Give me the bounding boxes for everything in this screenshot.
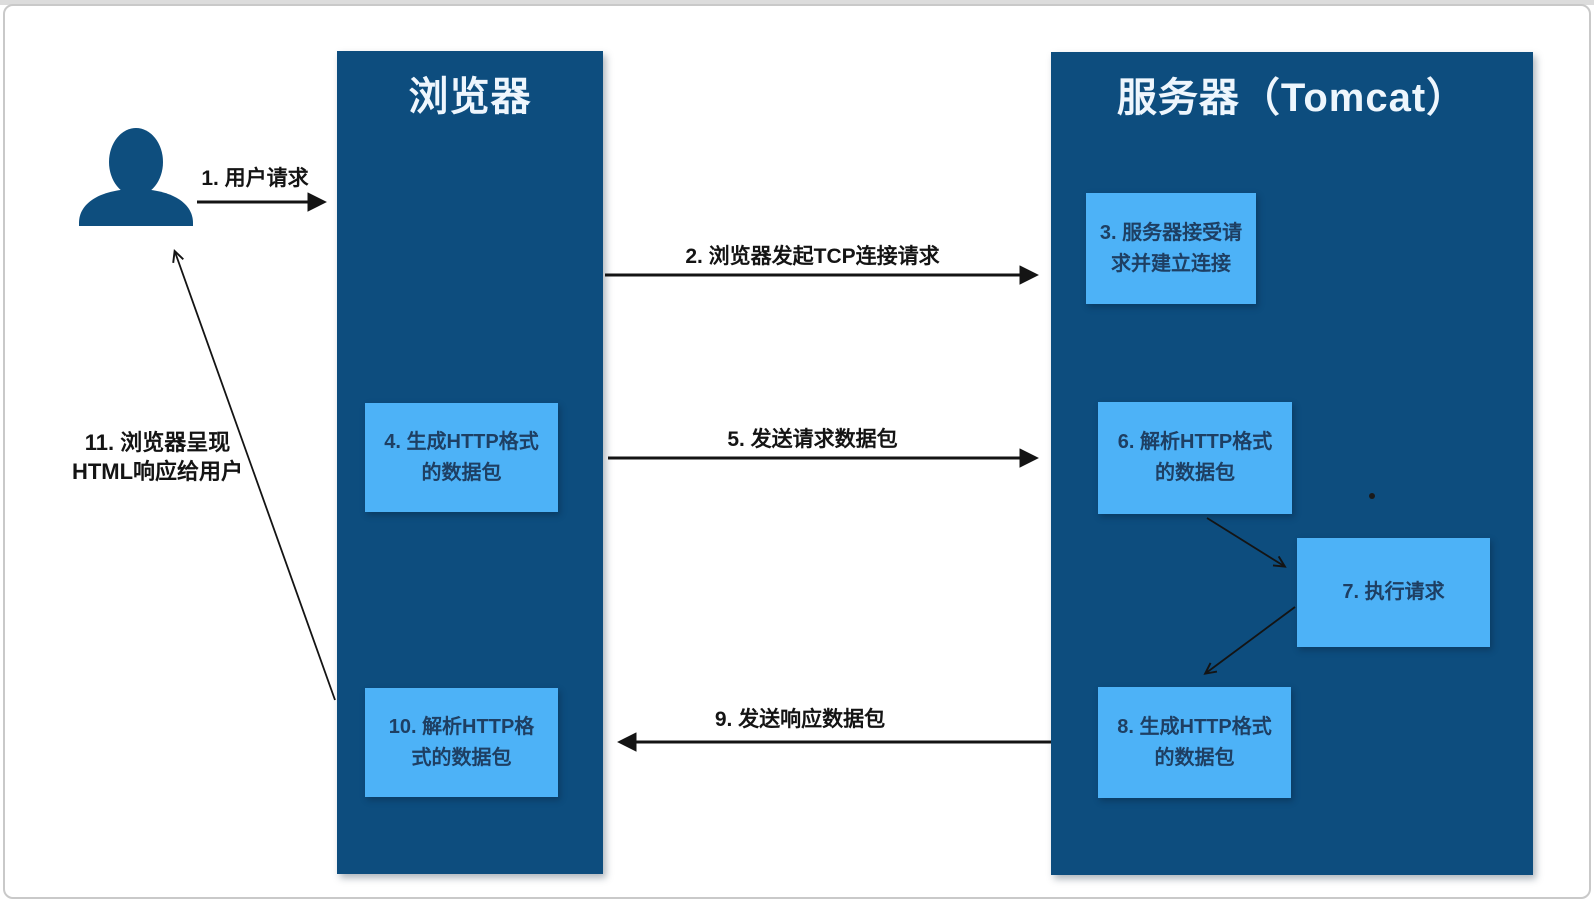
arrow-label-step1: 1. 用户请求 bbox=[201, 167, 309, 190]
arrow-label-step2: 2. 浏览器发起TCP连接请求 bbox=[685, 245, 940, 268]
step-box-10-parse-http-packet: 10. 解析HTTP格 式的数据包 bbox=[365, 688, 558, 797]
step-box-7-execute-request: 7. 执行请求 bbox=[1297, 538, 1490, 647]
step-box-6-parse-http-packet: 6. 解析HTTP格式 的数据包 bbox=[1098, 402, 1292, 514]
arrow-label-step9: 9. 发送响应数据包 bbox=[714, 708, 886, 731]
server-column-title: 服务器（Tomcat） bbox=[1116, 76, 1468, 120]
step-box-4-build-http-packet: 4. 生成HTTP格式 的数据包 bbox=[365, 403, 558, 512]
browser-column-title: 浏览器 bbox=[408, 75, 532, 119]
user-icon bbox=[79, 128, 193, 226]
arrow-label-step5: 5. 发送请求数据包 bbox=[727, 428, 898, 451]
step-box-8-build-http-packet: 8. 生成HTTP格式 的数据包 bbox=[1098, 687, 1291, 798]
window-top-edge bbox=[0, 0, 1594, 5]
step-box-3-accept-request: 3. 服务器接受请 求并建立连接 bbox=[1086, 193, 1256, 304]
arrow-label-step11: 11. 浏览器呈现 HTML响应给用户 bbox=[71, 430, 244, 485]
